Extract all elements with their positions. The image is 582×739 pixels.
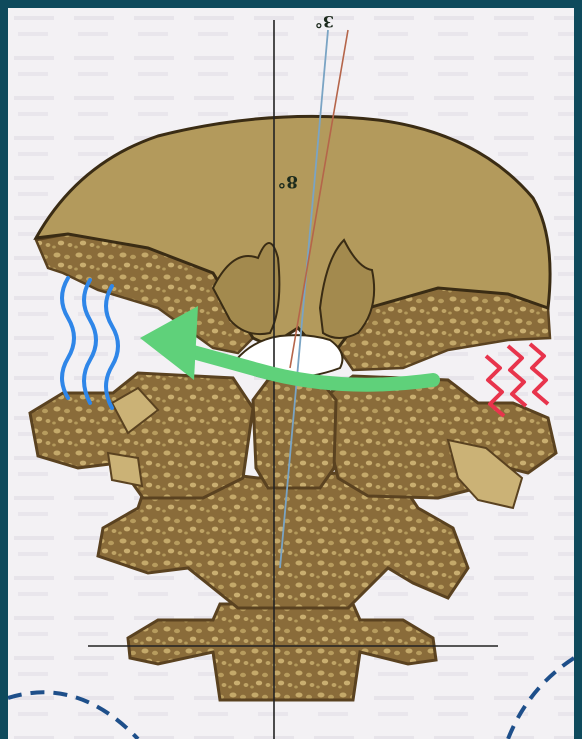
dens [253,373,336,488]
angle-top-label: 3° [315,12,334,31]
angle-skull-label: 8° [278,171,298,191]
craniovertebral-diagram: 3° 8° [8,8,574,739]
joint-left-small [108,453,142,486]
diagram-canvas: 3° 8° [8,8,574,739]
